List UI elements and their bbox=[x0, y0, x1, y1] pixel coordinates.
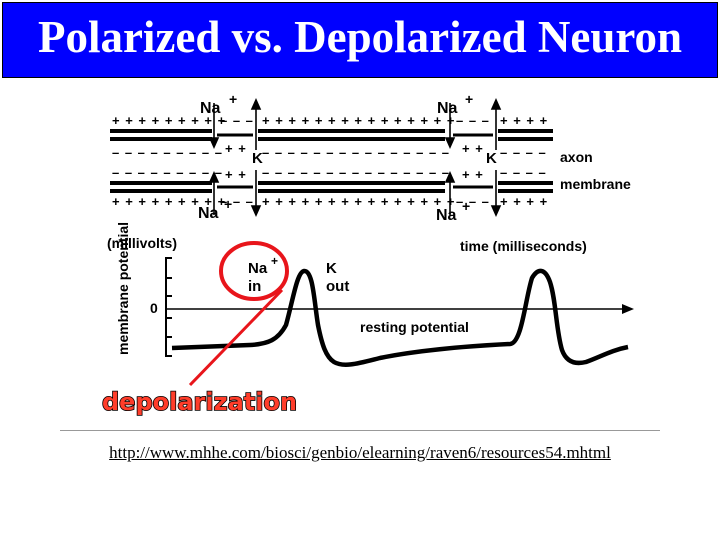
callout-pointer bbox=[190, 290, 282, 385]
zero-tick-label: 0 bbox=[150, 300, 158, 316]
na-label: Na bbox=[198, 205, 219, 222]
k-label: K bbox=[252, 150, 263, 167]
zero-line bbox=[166, 304, 634, 314]
lower-membrane bbox=[110, 183, 553, 191]
plus-superscript: + bbox=[229, 91, 237, 107]
sign-row: – – – – – – – – – bbox=[112, 165, 223, 180]
na-in-label: in bbox=[248, 278, 261, 295]
sign-row: + + bbox=[462, 167, 484, 182]
y-axis-label: membrane potential bbox=[115, 222, 131, 355]
depolarization-callout: depolarization bbox=[102, 243, 297, 416]
sign-row: + + bbox=[225, 167, 247, 182]
sign-row: + + + + bbox=[500, 113, 548, 128]
na-label: Na bbox=[200, 100, 221, 117]
k-out-ion: K bbox=[326, 260, 337, 277]
na-label: Na bbox=[436, 207, 457, 224]
k-label: K bbox=[486, 150, 497, 167]
sign-row: – – – – – – – – – – – – – – – bbox=[262, 165, 450, 180]
na-label: Na bbox=[437, 100, 458, 117]
sign-row: – – – – – – – – – – – – – – – bbox=[262, 145, 450, 160]
sign-row: + + + + + + + + + + + + + + + bbox=[262, 113, 455, 128]
y-axis bbox=[166, 258, 172, 356]
source-url-link[interactable]: http://www.mhhe.com/biosci/genbio/elearn… bbox=[0, 443, 720, 463]
membrane-diagram: + + + + + + + + + – – – + + + + + + + + … bbox=[110, 91, 631, 224]
sign-row: + + + + + + + + + + + + + + + bbox=[262, 194, 455, 209]
axon-label: axon bbox=[560, 149, 593, 165]
membrane-label: membrane bbox=[560, 176, 631, 192]
x-axis-label: time (milliseconds) bbox=[460, 238, 587, 254]
upper-membrane bbox=[110, 131, 553, 139]
sign-row: – – – – bbox=[500, 145, 547, 160]
sign-row: – – – bbox=[456, 113, 490, 128]
sign-row: + + bbox=[225, 141, 247, 156]
sign-row: – – – bbox=[220, 113, 254, 128]
plus-superscript: + bbox=[465, 91, 473, 107]
sign-row: + + bbox=[462, 141, 484, 156]
divider bbox=[60, 430, 660, 431]
sign-row: + + + + bbox=[500, 194, 548, 209]
k-out-label: out bbox=[326, 278, 349, 295]
plus-superscript: + bbox=[271, 254, 278, 268]
potential-graph: (millivolts) time (milliseconds) membran… bbox=[107, 222, 634, 365]
potential-trace bbox=[172, 271, 628, 365]
sign-row: – – – – – – – – – bbox=[112, 145, 223, 160]
na-in-ion: Na bbox=[248, 260, 268, 277]
plus-superscript: + bbox=[224, 196, 232, 212]
sign-row: – – – – bbox=[500, 165, 547, 180]
plus-superscript: + bbox=[462, 198, 470, 214]
resting-potential-label: resting potential bbox=[360, 319, 469, 335]
depolarization-label: depolarization bbox=[102, 388, 297, 416]
